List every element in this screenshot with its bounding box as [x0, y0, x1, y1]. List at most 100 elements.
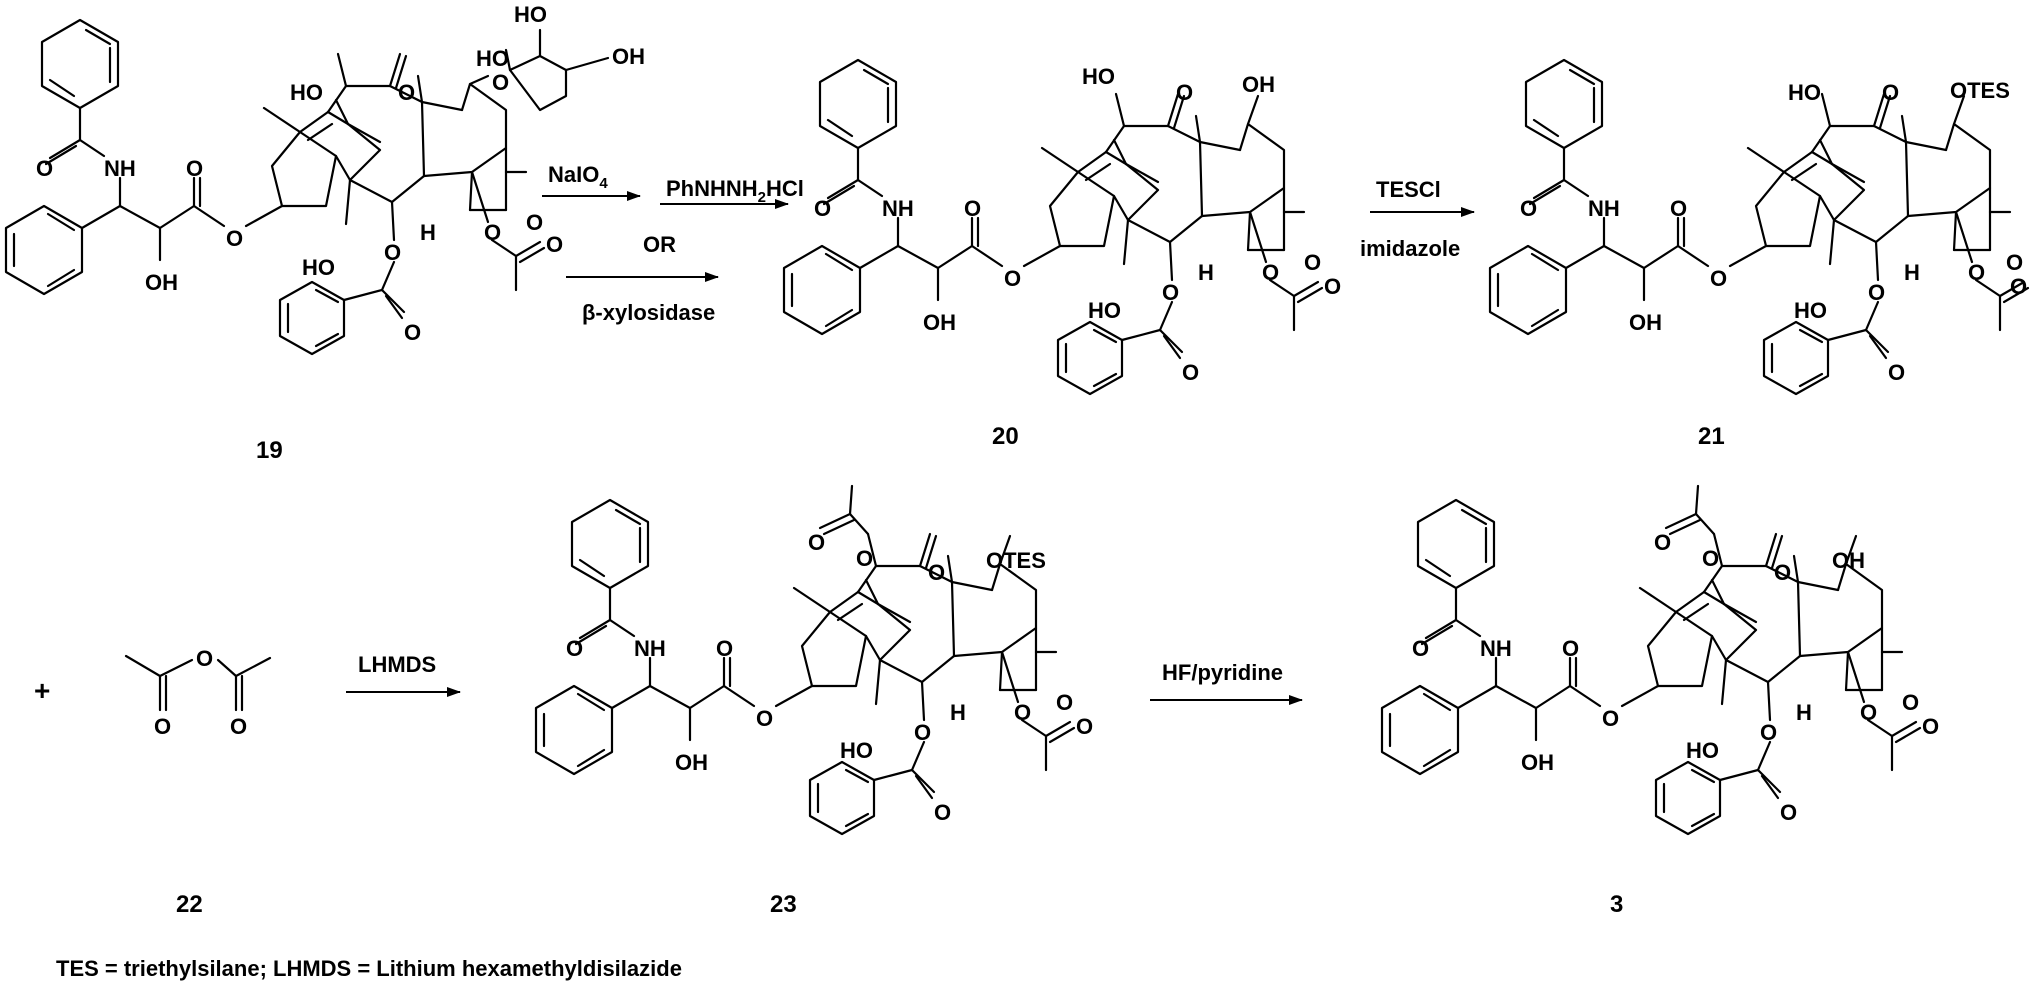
compound-label: 3 [1610, 891, 1623, 918]
footnote: TES = triethylsilane; LHMDS = Lithium he… [56, 956, 682, 981]
atom-label: O [398, 80, 415, 105]
atom-label: H [420, 220, 436, 245]
atom-label: O [856, 546, 873, 571]
atom-label: OTES [986, 548, 1046, 573]
compound-23-structure [534, 484, 1076, 836]
atom-label: H [1904, 260, 1920, 285]
atom-label: O [808, 530, 825, 555]
atom-label: O [2006, 250, 2023, 275]
reagent-xylosidase: β-xylosidase [582, 300, 715, 325]
atom-label: HO [290, 80, 323, 105]
atom-label: O [1922, 714, 1939, 739]
atom-label: HO [1686, 738, 1719, 763]
compound-20-structure [782, 58, 1324, 396]
compound-label: 19 [256, 437, 283, 464]
atom-label: H [1198, 260, 1214, 285]
atom-label: OH [612, 44, 645, 69]
atom-label: O [1902, 690, 1919, 715]
compound-label: 21 [1698, 423, 1725, 450]
atom-label: OH [1629, 310, 1662, 335]
atom-label: O [1888, 360, 1905, 385]
atom-label: O [526, 210, 543, 235]
atom-label: O [1602, 706, 1619, 731]
atom-label: O [492, 70, 509, 95]
atom-label: O [484, 220, 501, 245]
atom-label: O [196, 646, 213, 671]
atom-label: O [230, 714, 247, 739]
reagent-tescl: TESCl [1376, 177, 1441, 202]
atom-label: HO [840, 738, 873, 763]
atom-label: OH [923, 310, 956, 335]
compound-label: 22 [176, 891, 203, 918]
compound-19-structure [4, 18, 610, 356]
atom-label: O [154, 714, 171, 739]
compound-label: 20 [992, 423, 1019, 450]
atom-label: H [1796, 700, 1812, 725]
atom-label: O [1670, 196, 1687, 221]
reagent-naio4: NaIO4 [548, 162, 608, 192]
atom-label: OH [1242, 72, 1275, 97]
atom-label: O [964, 196, 981, 221]
atom-label: O [1262, 260, 1279, 285]
atom-label: O [1176, 80, 1193, 105]
atom-label: NH [1588, 196, 1620, 221]
atom-label: NH [104, 156, 136, 181]
atom-label: O [1654, 530, 1671, 555]
atom-label: O [1702, 546, 1719, 571]
atom-label: O [1520, 196, 1537, 221]
atom-label: HO [514, 2, 547, 27]
atom-label: O [1182, 360, 1199, 385]
atom-label: O [716, 636, 733, 661]
atom-label: OTES [1950, 78, 2010, 103]
atom-label: HO [1794, 298, 1827, 323]
atom-label: NH [1480, 636, 1512, 661]
atom-label: O [1780, 800, 1797, 825]
atom-label: O [36, 156, 53, 181]
atom-label: O [1868, 280, 1885, 305]
reagent-imidazole: imidazole [1360, 236, 1460, 261]
atom-label: O [1710, 266, 1727, 291]
atom-label: HO [1788, 80, 1821, 105]
atom-label: HO [476, 46, 509, 71]
compound-label: 23 [770, 891, 797, 918]
atom-label: O [546, 232, 563, 257]
plus-sign: + [34, 675, 50, 706]
atom-label: O [1056, 690, 1073, 715]
reagent-hf-pyridine: HF/pyridine [1162, 660, 1283, 685]
atom-label: O [1014, 700, 1031, 725]
atom-label: O [1882, 80, 1899, 105]
atom-label: O [1004, 266, 1021, 291]
atom-label: O [1412, 636, 1429, 661]
compound-22-structure [124, 654, 272, 712]
atom-label: HO [1082, 64, 1115, 89]
reagent-phnhnh2hcl: PhNHNH2HCl [666, 176, 804, 206]
atom-label: O [1162, 280, 1179, 305]
atom-label: O [1324, 274, 1341, 299]
atom-label: H [950, 700, 966, 725]
atom-label: O [1968, 260, 1985, 285]
atom-label: O [404, 320, 421, 345]
atom-label: O [226, 226, 243, 251]
reagent-or: OR [643, 232, 676, 257]
reagent-lhmds: LHMDS [358, 652, 436, 677]
atom-label: O [1562, 636, 1579, 661]
atom-label: OH [1521, 750, 1554, 775]
atom-label: OH [675, 750, 708, 775]
atom-label: O [1774, 560, 1791, 585]
atom-label: NH [882, 196, 914, 221]
atom-label: O [1860, 700, 1877, 725]
atom-label: O [928, 560, 945, 585]
atom-label: O [814, 196, 831, 221]
atom-label: O [2010, 274, 2027, 299]
atom-label: O [1304, 250, 1321, 275]
atom-label: HO [302, 255, 335, 280]
compound-3-structure [1380, 484, 1922, 836]
atom-label: O [934, 800, 951, 825]
atom-label: O [1760, 720, 1777, 745]
atom-label: O [384, 240, 401, 265]
atom-label: OH [145, 270, 178, 295]
atom-label: O [186, 156, 203, 181]
atom-label: O [1076, 714, 1093, 739]
atom-label: OH [1832, 548, 1865, 573]
